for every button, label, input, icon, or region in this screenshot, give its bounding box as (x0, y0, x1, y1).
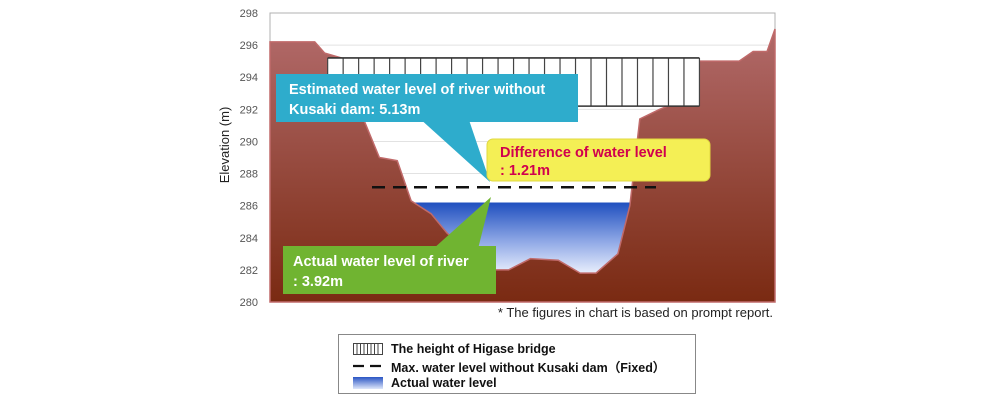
y-tick-label: 288 (240, 169, 258, 181)
source-note: * The figures in chart is based on promp… (498, 305, 773, 320)
dashed-line-swatch (353, 364, 383, 368)
y-tick-label: 282 (240, 265, 258, 277)
callout-actual-pointer (433, 197, 491, 249)
callout-estimated: Estimated water level of river without K… (276, 74, 578, 182)
callout-difference-line1: Difference of water level (500, 145, 667, 161)
callout-difference-line2: : 1.21m (500, 163, 550, 179)
y-tick-label: 298 (240, 8, 258, 20)
callout-actual-line2: : 3.92m (293, 274, 343, 290)
y-tick-label: 294 (240, 72, 258, 84)
callout-estimated-pointer (418, 117, 490, 182)
callout-actual-box (283, 246, 496, 294)
legend: The height of Higase bridge Max. water l… (338, 334, 696, 394)
callout-difference-box (486, 138, 711, 182)
legend-label-bridge: The height of Higase bridge (391, 342, 556, 356)
y-tick-label: 284 (240, 233, 258, 245)
callout-difference: Difference of water level : 1.21m (486, 138, 711, 182)
legend-item-max-level: Max. water level without Kusaki dam（Fixe… (353, 358, 666, 375)
y-tick-label: 290 (240, 136, 258, 148)
bridge-hatch-swatch (353, 343, 383, 355)
callout-actual: Actual water level of river : 3.92m (283, 197, 496, 294)
y-axis-label: Elevation (m) (217, 107, 232, 184)
y-tick-labels: 280 282 284 286 288 290 292 294 296 298 (240, 8, 258, 309)
callout-estimated-line1: Estimated water level of river without (289, 82, 545, 98)
callout-actual-line1: Actual water level of river (293, 254, 469, 270)
callout-estimated-line2: Kusaki dam: 5.13m (289, 102, 420, 118)
y-tick-label: 292 (240, 104, 258, 116)
y-tick-label: 286 (240, 201, 258, 213)
water-gradient-swatch (353, 377, 383, 389)
y-tick-label: 296 (240, 40, 258, 52)
callout-estimated-box (276, 74, 578, 122)
legend-item-bridge: The height of Higase bridge (353, 341, 556, 357)
legend-item-actual-level: Actual water level (353, 375, 497, 391)
ground-profile (269, 28, 776, 303)
legend-label-actual-level: Actual water level (391, 376, 497, 390)
legend-label-max-level: Max. water level without Kusaki dam（Fixe… (391, 360, 666, 375)
y-tick-label: 280 (240, 297, 258, 309)
